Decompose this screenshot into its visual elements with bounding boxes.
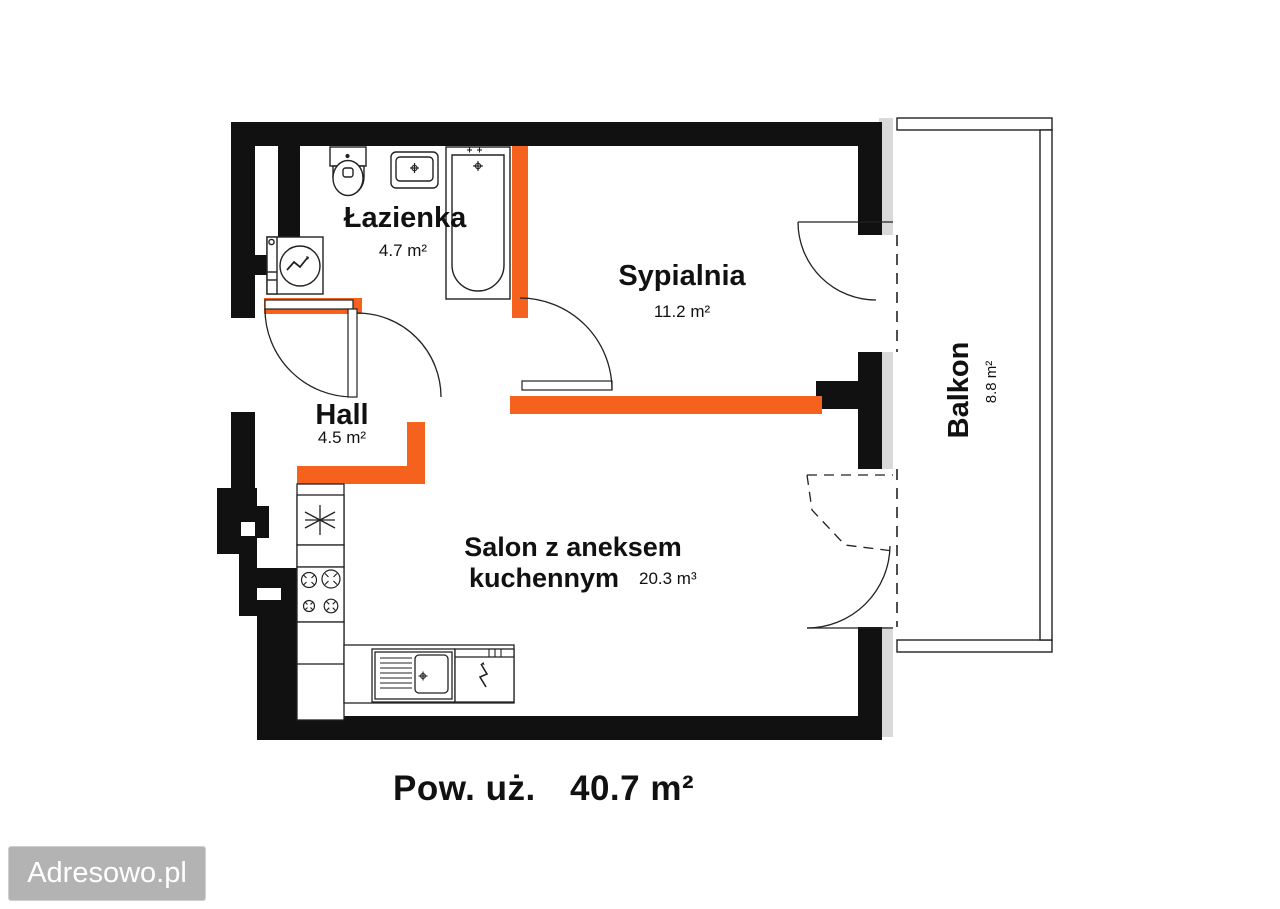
extractor-hood-icon xyxy=(296,494,345,546)
doors-group xyxy=(264,221,894,629)
bedroom-door xyxy=(519,297,613,391)
room-area-balkon: 8.8 m² xyxy=(983,361,1000,404)
washing-machine-icon xyxy=(266,236,324,295)
balcony-door-bedroom xyxy=(797,221,893,301)
balcony-door-living-lower xyxy=(806,545,893,629)
balcony-outline xyxy=(896,117,1053,653)
total-area-prefix: Pow. uż. xyxy=(393,769,536,808)
cooktop-icon xyxy=(296,566,345,623)
insulation-strips xyxy=(879,118,893,737)
bathroom-door xyxy=(356,312,442,398)
watermark-badge: Adresowo.pl xyxy=(8,846,206,901)
room-area-hall: 4.5 m² xyxy=(318,428,367,447)
room-label-sypialnia: Sypialnia xyxy=(618,260,746,292)
room-label-lazienka: Łazienka xyxy=(344,202,467,234)
room-labels: Łazienka 4.7 m² Sypialnia 11.2 m² Hall 4… xyxy=(315,202,1000,593)
fixture-group-kitchen xyxy=(296,483,515,721)
room-area-lazienka: 4.7 m² xyxy=(379,241,428,260)
fixture-group-bathroom xyxy=(266,146,511,300)
total-area-value: 40.7 m² xyxy=(570,769,694,808)
structural-walls xyxy=(217,122,882,740)
bathtub-icon xyxy=(445,146,511,300)
washbasin-icon xyxy=(390,151,439,189)
entrance-door xyxy=(264,299,358,398)
room-area-sypialnia: 11.2 m² xyxy=(654,302,711,321)
room-label-salon-line1: Salon z aneksem xyxy=(464,532,682,562)
kitchen-sink-icon xyxy=(371,648,456,703)
room-label-balkon: Balkon xyxy=(943,342,975,439)
room-label-salon-line2: kuchennym xyxy=(469,563,619,593)
room-label-hall: Hall xyxy=(315,399,368,431)
watermark-label: Adresowo.pl xyxy=(27,857,187,889)
total-area-caption: Pow. uż. 40.7 m² xyxy=(393,769,694,808)
dishwasher-icon xyxy=(454,648,515,703)
toilet-icon xyxy=(329,146,367,197)
balcony-door-living-upper xyxy=(806,474,894,552)
room-area-salon: 20.3 m³ xyxy=(639,569,697,588)
